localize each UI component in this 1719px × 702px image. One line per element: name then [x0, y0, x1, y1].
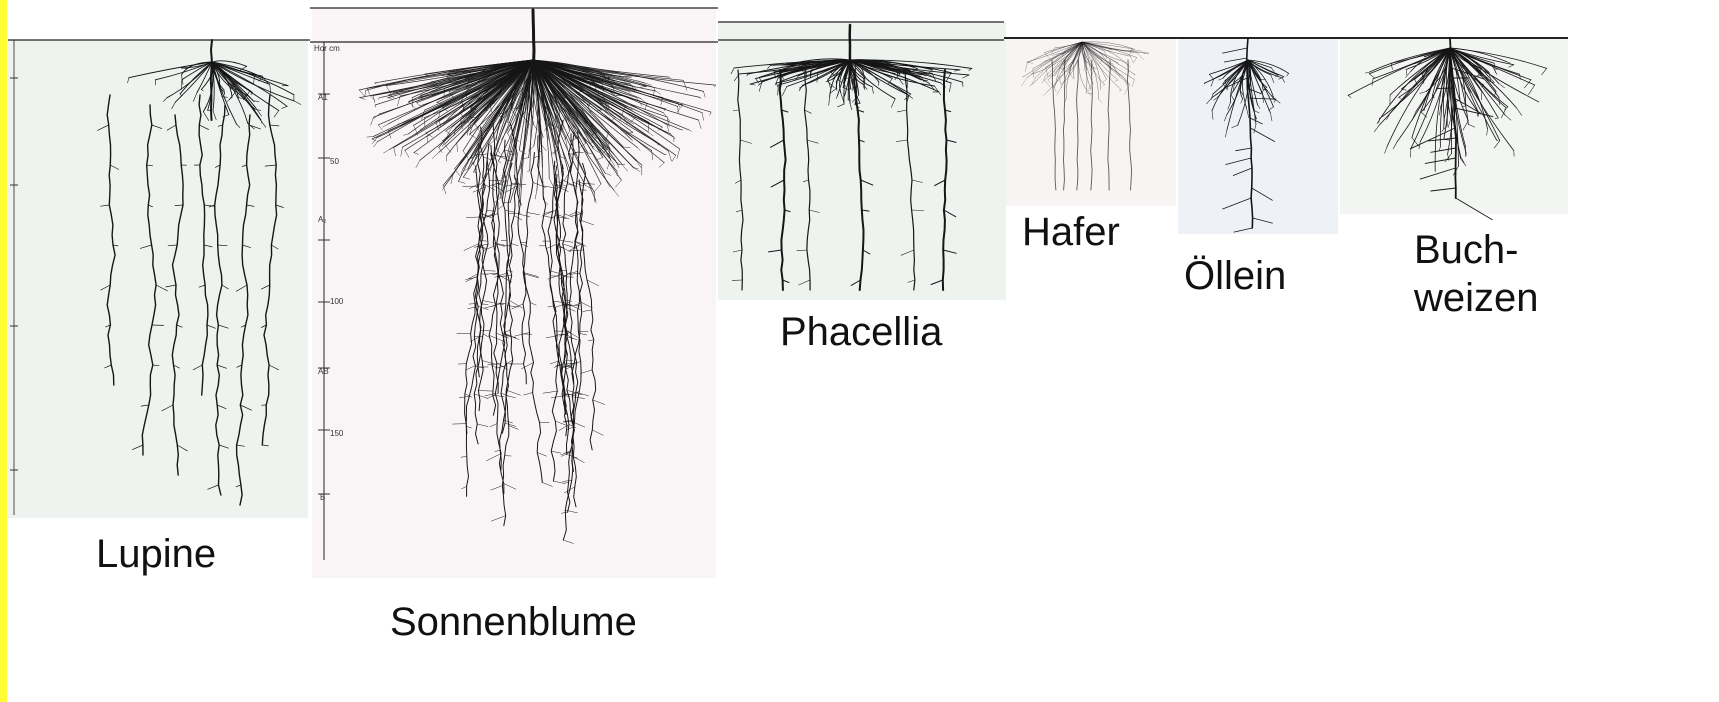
horizon-b-marker: B	[320, 493, 325, 502]
horizon-a1-marker: A1	[318, 93, 328, 102]
horizon-ab-marker: AB	[318, 367, 329, 376]
label-lupine: Lupine	[96, 532, 216, 577]
label-hafer: Hafer	[1022, 210, 1120, 255]
sonnenblume-root-system	[359, 10, 716, 543]
depth-150-marker: 150	[330, 429, 344, 438]
depth-100-marker: 100	[330, 297, 344, 306]
lupine-root-system	[97, 40, 300, 505]
buchweizen-root-system	[1348, 38, 1546, 220]
soil-surface-lines	[8, 8, 1568, 560]
depth-50-marker: 50	[330, 157, 339, 166]
phacellia-root-system	[731, 25, 972, 290]
hafer-root-system	[1021, 42, 1148, 190]
label-buchweizen: Buch- weizen	[1414, 226, 1539, 322]
label-phacellia: Phacellia	[780, 310, 942, 355]
oellein-root-system	[1204, 38, 1288, 232]
label-oellein: Öllein	[1184, 254, 1286, 299]
horizon-a2-marker: A₂	[318, 215, 326, 224]
label-sonnenblume: Sonnenblume	[390, 600, 637, 645]
horizon-top-marker: Hor cm	[314, 44, 340, 53]
